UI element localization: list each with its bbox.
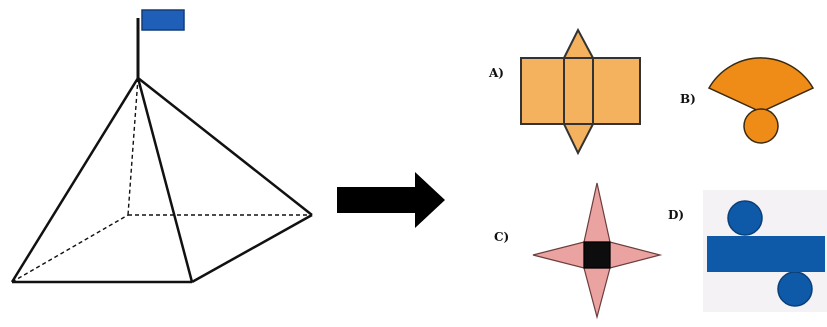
net-c-triangle-left [532, 241, 585, 269]
net-b-circle [743, 108, 779, 144]
net-a-face-left [520, 57, 565, 125]
net-option-b [707, 57, 815, 144]
net-a-face-right [592, 57, 641, 125]
net-option-d [703, 190, 827, 312]
net-c-triangle-right [609, 241, 663, 269]
net-a-bottom-triangle [562, 123, 595, 156]
net-option-c [532, 182, 663, 320]
hidden-edge-apex-back [127, 77, 139, 216]
apex-front-edge [136, 77, 194, 283]
net-a-face-middle [563, 57, 594, 125]
apex-right-edge [137, 77, 313, 216]
net-d-rectangle [707, 236, 825, 272]
square-pyramid [10, 77, 313, 284]
net-c-square [583, 241, 611, 269]
net-a-top-triangle [562, 27, 595, 59]
net-b-sector [707, 57, 815, 113]
base-right-edge [191, 213, 313, 284]
apex-left-edge [10, 77, 140, 283]
option-d-label: D) [668, 208, 685, 222]
option-b-label: B) [680, 92, 696, 106]
right-arrow-icon [337, 172, 445, 228]
net-d-bottom-circle [777, 271, 813, 307]
hidden-edge-back-left [11, 214, 129, 283]
net-d-top-circle [727, 200, 763, 236]
option-c-label: C) [494, 230, 510, 244]
net-c-triangle-top [583, 182, 611, 243]
option-a-label: A) [489, 66, 504, 80]
net-c-triangle-bottom [583, 267, 611, 320]
net-option-a [520, 27, 641, 156]
flag-icon [136, 9, 185, 80]
